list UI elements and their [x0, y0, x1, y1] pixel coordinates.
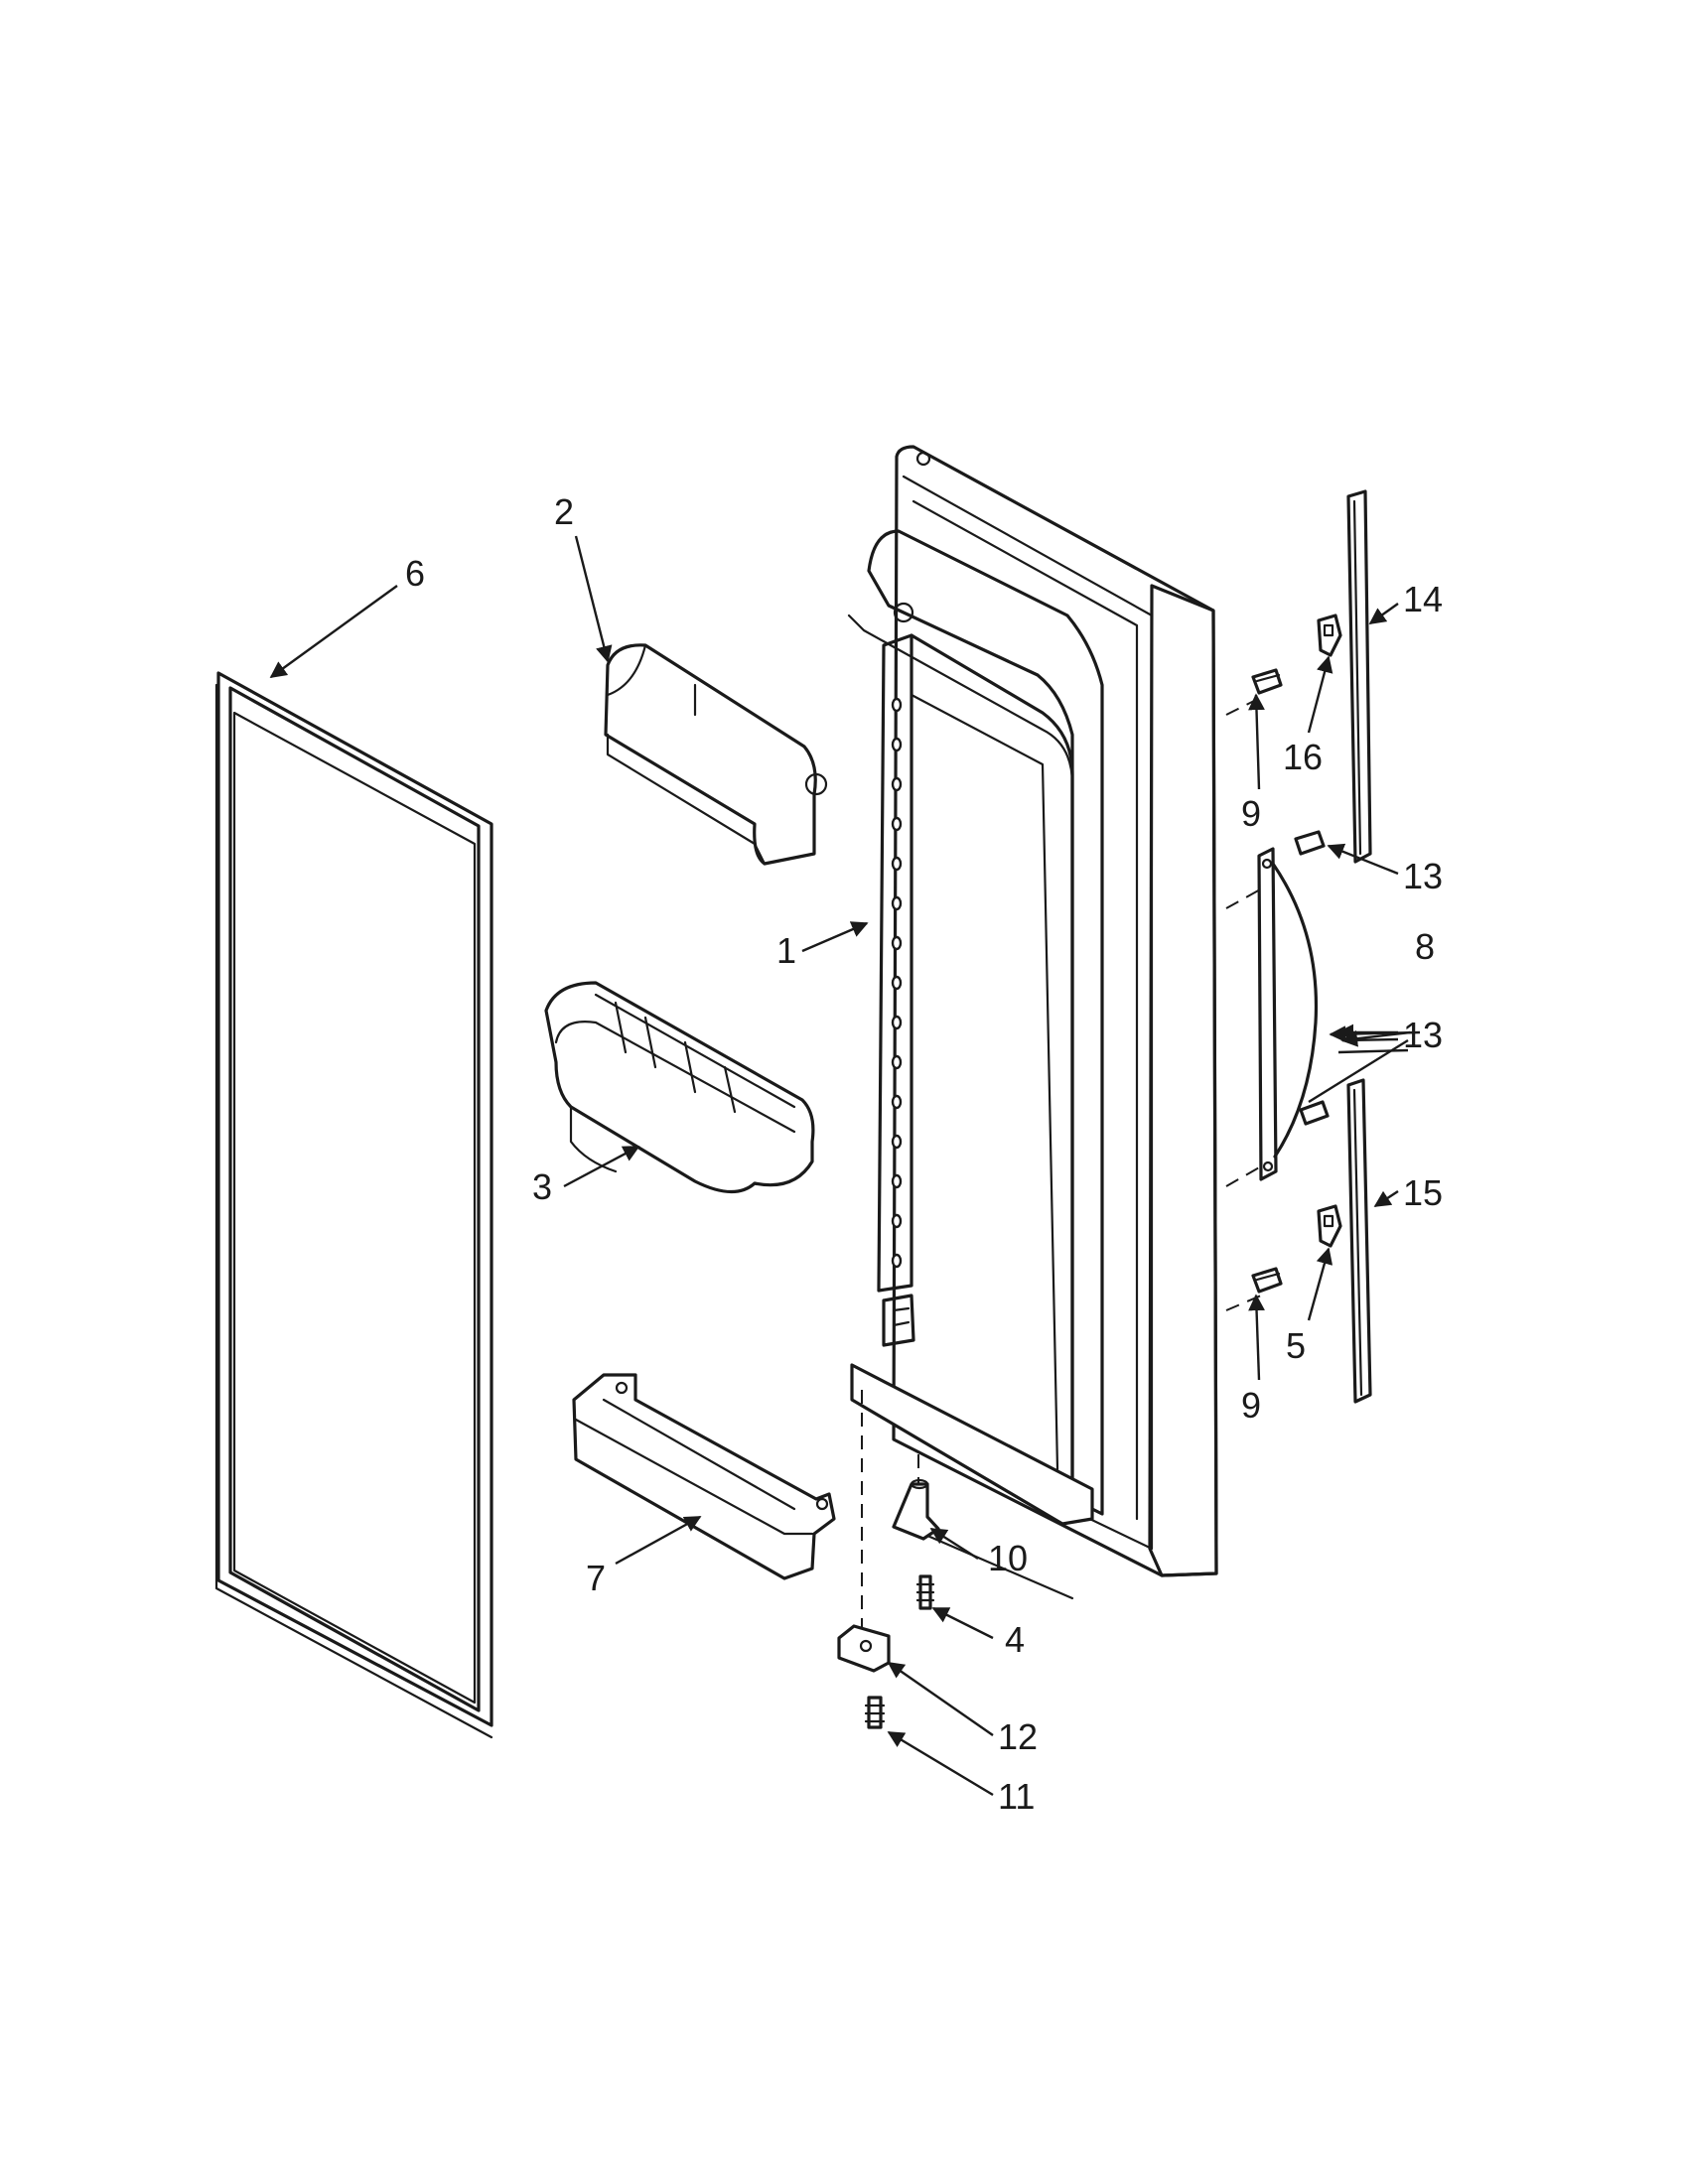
screw-4-part: [915, 1574, 935, 1610]
callout-4: 4: [1005, 1619, 1025, 1660]
callout-13-lower: 13: [1403, 1015, 1443, 1055]
door-shelf-part: [572, 1373, 836, 1580]
screw-13-upper-part: [1294, 830, 1326, 856]
door-gasket-part: [214, 671, 493, 1739]
screw-9-lower-part: [1251, 1267, 1283, 1294]
callout-15: 15: [1403, 1172, 1443, 1213]
callout-1: 1: [776, 930, 796, 971]
callout-2: 2: [554, 491, 574, 532]
callout-13-upper: 13: [1403, 856, 1443, 896]
door-assembly-part: [847, 445, 1218, 1600]
callout-9-lower: 9: [1241, 1385, 1261, 1426]
callout-10: 10: [988, 1538, 1028, 1578]
callout-7: 7: [586, 1558, 606, 1598]
door-handle-part: [1257, 847, 1319, 1181]
callout-11: 11: [998, 1776, 1035, 1817]
callout-3: 3: [532, 1166, 552, 1207]
trim-clip-5-part: [1317, 1204, 1342, 1248]
screw-11-part: [864, 1696, 886, 1729]
door-bin-part: [544, 981, 815, 1194]
callout-8: 8: [1415, 926, 1435, 967]
callout-12: 12: [998, 1716, 1038, 1757]
screw-9-upper-part: [1251, 668, 1283, 695]
callout-6: 6: [405, 553, 425, 594]
callout-9-upper: 9: [1241, 793, 1261, 834]
trim-clip-16-part: [1317, 614, 1342, 657]
callout-16: 16: [1283, 737, 1323, 777]
shelf-support-holes: [891, 697, 903, 1269]
handle-trim-upper-part: [1346, 489, 1372, 864]
callout-14: 14: [1403, 579, 1443, 619]
screw-13-lower-part: [1299, 1100, 1330, 1126]
handle-trim-lower-part: [1346, 1078, 1372, 1404]
dairy-compartment-part: [604, 643, 828, 866]
callout-5: 5: [1286, 1325, 1306, 1366]
hinge-bracket-part: [837, 1624, 891, 1673]
